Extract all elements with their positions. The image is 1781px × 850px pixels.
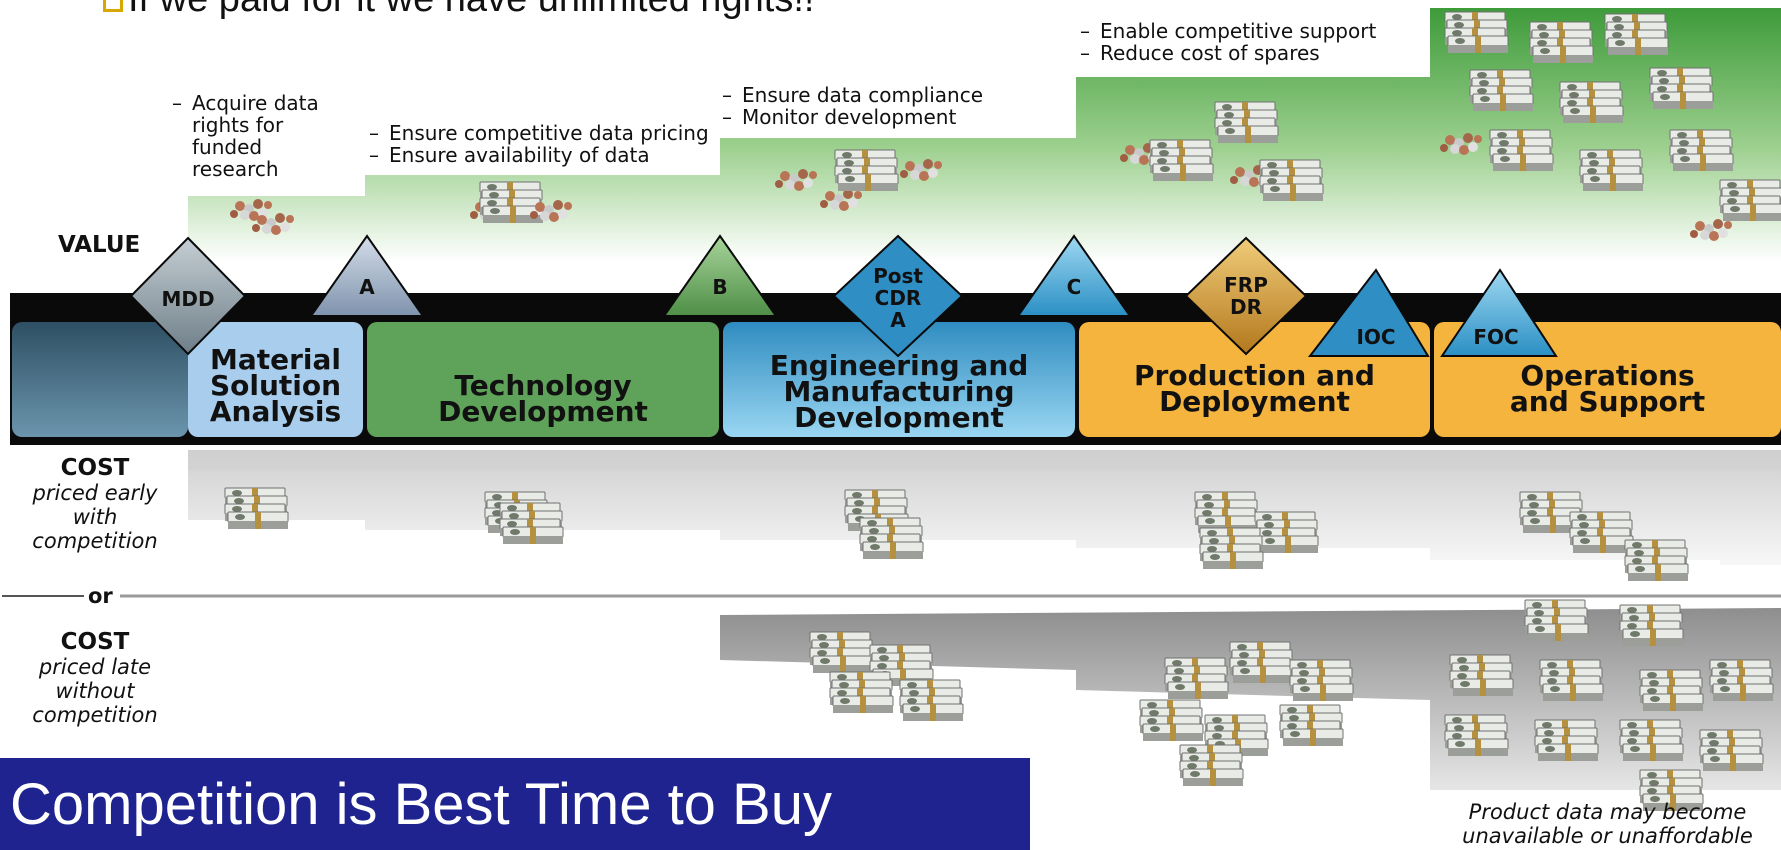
b-triangle-shape [662, 234, 778, 317]
milestone-frp-dr: FRP DR [1224, 273, 1268, 319]
banner: Competition is Best Time to Buy [0, 758, 1030, 850]
footnote: Product data may become unavailable or u… [1462, 800, 1753, 848]
value-note-3: –Ensure data compliance –Monitor develop… [722, 83, 984, 129]
hollow-square-bullet-icon [103, 0, 123, 12]
c-triangle-shape [1016, 234, 1132, 317]
phase-production-deployment: Production and Deployment [1134, 359, 1375, 418]
ioc-triangle-shape [1307, 268, 1430, 357]
value-note-1: – Acquire data rights for funded researc… [172, 91, 319, 181]
cost-early-area [188, 450, 1781, 565]
milestone-post-cdr-a: Post CDR A [873, 264, 923, 332]
value-note-4: –Enable competitive support –Reduce cost… [1080, 19, 1377, 65]
mdd-diamond-shape [129, 236, 247, 356]
value-area [188, 8, 1781, 262]
value-label: VALUE [58, 232, 141, 258]
milestone-a: A [359, 275, 375, 299]
milestone-mdd: MDD [161, 287, 215, 311]
phase-operations-support: Operations and Support [1509, 359, 1706, 418]
or-label: or [84, 584, 117, 608]
foc-triangle-shape [1440, 268, 1558, 357]
cost-late-label: COST priced late without competition [32, 629, 158, 728]
phase-material-solution-analysis: Material Solution Analysis [209, 343, 342, 428]
heading: If we paid for it we have unlimited righ… [0, 0, 1000, 21]
milestone-ioc: IOC [1356, 325, 1396, 349]
milestone-c: C [1066, 275, 1082, 299]
a-triangle-shape [309, 234, 425, 317]
heading-text: If we paid for it we have unlimited righ… [128, 0, 814, 21]
cost-early-label: COST priced early with competition [32, 455, 158, 554]
milestone-b: B [712, 275, 728, 299]
phase-engineering-manufacturing: Engineering and Manufacturing Developmen… [769, 349, 1029, 434]
cost-late-area [720, 608, 1781, 790]
frp-diamond-shape [1184, 236, 1308, 356]
phase-technology-development: Technology Development [438, 369, 648, 428]
milestone-foc: FOC [1473, 325, 1519, 349]
post-cdr-diamond-shape [832, 234, 964, 358]
value-note-2: –Ensure competitive data pricing –Ensure… [369, 121, 709, 167]
banner-text: Competition is Best Time to Buy [10, 771, 832, 837]
